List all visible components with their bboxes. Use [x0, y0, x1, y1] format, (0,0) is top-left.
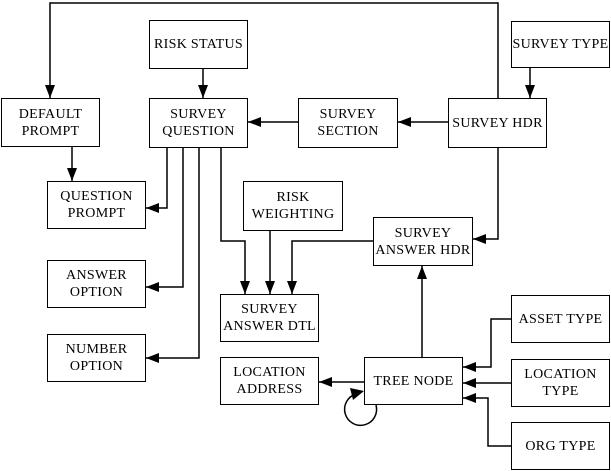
edge-survey-type-to-survey-hdr-arrowhead-icon — [525, 85, 535, 98]
node-location-type: LOCATION TYPE — [511, 359, 610, 407]
edge-survey-hdr-to-default-prompt-arrowhead-icon — [45, 85, 55, 98]
edge-survey-question-to-number-option — [146, 148, 200, 359]
edge-survey-hdr-to-survey-answer-hdr-arrowhead-icon — [473, 234, 486, 244]
edge-location-type-to-tree-node-arrowhead-icon — [463, 378, 476, 388]
edge-survey-question-to-question-prompt-arrowhead-icon — [146, 203, 159, 213]
node-risk-weighting: RISK WEIGHTING — [243, 181, 343, 231]
node-org-type: ORG TYPE — [511, 422, 610, 470]
node-survey-answer-hdr: SURVEY ANSWER HDR — [373, 217, 473, 266]
edge-survey-answer-hdr-to-survey-answer-dtl-arrowhead-icon — [287, 281, 297, 294]
edge-survey-section-to-survey-question-arrowhead-icon — [248, 117, 261, 127]
node-risk-status: RISK STATUS — [149, 20, 248, 69]
node-number-option: NUMBER OPTION — [47, 334, 146, 382]
node-survey-section: SURVEY SECTION — [298, 98, 398, 148]
node-default-prompt: DEFAULT PROMPT — [1, 98, 100, 147]
node-survey-question: SURVEY QUESTION — [149, 98, 248, 148]
edge-tree-node-to-tree-node-self-loop — [343, 393, 378, 427]
edge-asset-type-to-tree-node — [463, 318, 511, 368]
node-survey-type: SURVEY TYPE — [511, 21, 610, 68]
edge-tree-node-to-location-address-arrowhead-icon — [319, 377, 332, 387]
edge-tree-node-to-survey-answer-hdr-arrowhead-icon — [417, 266, 427, 279]
edge-survey-question-to-answer-option-arrowhead-icon — [146, 282, 159, 292]
node-question-prompt: QUESTION PROMPT — [47, 181, 146, 229]
node-survey-hdr: SURVEY HDR — [448, 98, 547, 148]
edge-org-type-to-tree-node-arrowhead-icon — [463, 393, 476, 403]
edge-survey-hdr-to-survey-section-arrowhead-icon — [398, 117, 411, 127]
edge-risk-status-to-survey-question-arrowhead-icon — [198, 85, 208, 98]
edge-survey-question-to-survey-answer-dtl — [220, 148, 246, 294]
node-answer-option: ANSWER OPTION — [47, 260, 146, 308]
edge-survey-answer-hdr-to-survey-answer-dtl — [291, 240, 373, 294]
edge-tree-node-to-tree-node-arrowhead-icon — [350, 388, 364, 400]
edge-survey-hdr-to-default-prompt — [49, 2, 499, 98]
edge-risk-weighting-to-survey-answer-dtl-arrowhead-icon — [265, 281, 275, 294]
node-tree-node: TREE NODE — [364, 357, 463, 405]
edge-asset-type-to-tree-node-arrowhead-icon — [463, 362, 476, 372]
node-survey-answer-dtl: SURVEY ANSWER DTL — [220, 294, 319, 342]
edge-survey-question-to-survey-answer-dtl-arrowhead-icon — [240, 281, 250, 294]
node-asset-type: ASSET TYPE — [511, 295, 610, 343]
edge-survey-question-to-number-option-arrowhead-icon — [146, 353, 159, 363]
node-location-address: LOCATION ADDRESS — [220, 357, 319, 405]
edge-default-prompt-to-question-prompt-arrowhead-icon — [67, 168, 77, 181]
